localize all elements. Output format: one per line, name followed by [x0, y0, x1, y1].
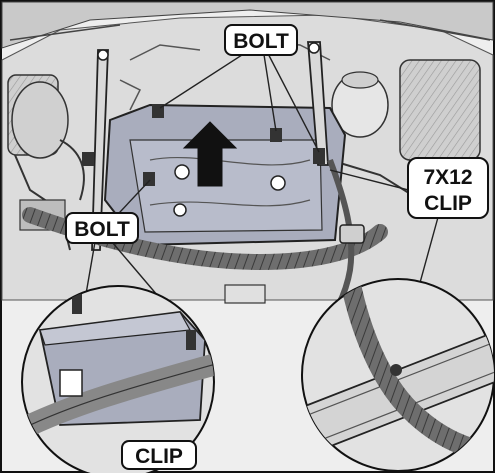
label-clip-bottom: CLIP: [121, 440, 197, 470]
detail-inset-left: [21, 285, 215, 473]
label-bolt-left: BOLT: [65, 212, 139, 244]
bolt-hole: [174, 164, 190, 180]
bolt: [143, 172, 155, 186]
battery-tray: [103, 103, 347, 247]
bolts: [82, 104, 325, 186]
bolt-left-label: BOLT: [74, 218, 130, 241]
bolt: [82, 152, 94, 166]
bolt-hole: [270, 175, 286, 191]
bolt: [313, 148, 325, 164]
bolt-hole: [173, 203, 187, 217]
clip-bottom-label: CLIP: [135, 445, 183, 468]
label-7x12-clip: 7X12 CLIP: [407, 157, 489, 219]
clip-size-label: 7X12: [423, 166, 472, 189]
clip-fastener: [390, 364, 402, 376]
clip-right-label: CLIP: [424, 192, 472, 215]
up-arrow-icon: [182, 121, 238, 187]
hold-down-rods: [91, 41, 329, 251]
bolt-top-label: BOLT: [233, 30, 289, 53]
bolt: [270, 128, 282, 142]
label-bolt-top: BOLT: [224, 24, 298, 56]
